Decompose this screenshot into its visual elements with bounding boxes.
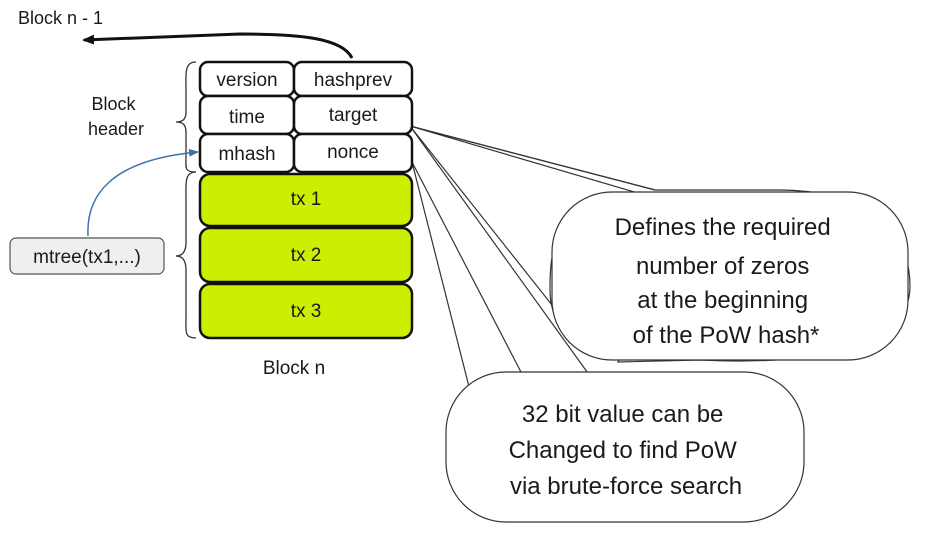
merkle-label: mtree(tx1,...) <box>33 247 141 268</box>
mhash-label: mhash <box>218 144 275 165</box>
nonce-label: nonce <box>327 142 379 163</box>
time-label: time <box>229 107 265 128</box>
nonce-callout-line: Changed to find PoW <box>509 437 737 464</box>
block-header: version hashprev time target mhash nonce <box>198 60 414 174</box>
target-callout-line: Defines the required <box>615 214 831 241</box>
header-label: Block header <box>88 94 144 139</box>
target-callout-text: Defines the required number of zeros at … <box>615 214 838 349</box>
merkle-arrow <box>87 148 199 237</box>
nonce-callout-text: 32 bit value can be Changed to find PoW … <box>509 401 744 500</box>
prev-block-arrow <box>82 32 354 59</box>
block-label: Block n <box>263 358 325 379</box>
tx-box <box>198 172 414 228</box>
tx-box <box>198 226 414 284</box>
tx-label: tx 2 <box>291 245 322 266</box>
tx-label: tx 1 <box>291 189 322 210</box>
hashprev-label: hashprev <box>314 70 393 91</box>
tx-box <box>198 282 414 340</box>
target-callout-line: at the beginning <box>637 287 808 314</box>
tx-label: tx 3 <box>291 301 322 322</box>
target-callout-line: number of zeros <box>636 253 809 280</box>
transactions: tx 1 tx 2 tx 3 <box>198 172 414 340</box>
merkle-box <box>9 237 165 275</box>
nonce-callout-bubble <box>445 371 805 523</box>
nonce-callout-line: 32 bit value can be <box>522 401 723 428</box>
tx-brace <box>175 171 197 339</box>
nonce-callout-line: via brute-force search <box>510 473 742 500</box>
target-callout-line: of the PoW hash* <box>633 322 820 349</box>
nonce-field <box>292 132 414 174</box>
target-label: target <box>329 105 378 126</box>
header-brace <box>175 61 197 173</box>
version-label: version <box>216 70 277 91</box>
prev-block-label: Block n - 1 <box>18 8 103 28</box>
